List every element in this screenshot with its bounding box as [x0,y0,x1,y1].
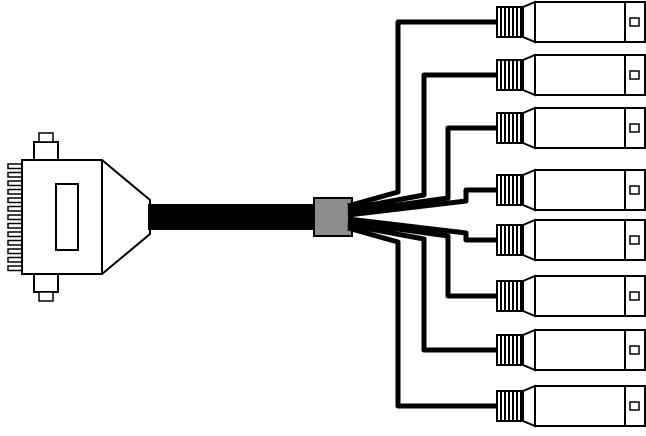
db25-pin [7,265,24,272]
db25-pin [7,180,24,187]
db25-pin [7,163,24,170]
wire-2 [347,72,500,212]
db25-pin [7,239,24,246]
wire-6 [347,219,500,299]
wire-7 [347,222,500,353]
wire-8 [347,225,500,409]
splitter-boot [313,197,353,237]
db25-body [21,159,151,275]
db25-bottom-thumbscrew [38,291,54,302]
db25-pin [7,248,24,255]
db25-bottom-screw-block [33,273,59,293]
wire-bundle [347,19,500,409]
db25-pin [7,222,24,229]
xlr-connector-4 [496,169,646,211]
xlr-connector-bank [496,1,646,427]
wire-3 [347,125,500,215]
db25-pin [7,171,24,178]
wire-5 [347,216,500,243]
xlr-connector-8 [496,385,646,427]
db25-top-screw-block [33,141,59,161]
db25-pin [7,231,24,238]
xlr-connector-6 [496,275,646,317]
xlr-connector-3 [496,107,646,149]
xlr-connector-2 [496,54,646,96]
db25-pin [7,205,24,212]
trunk-cable [148,204,318,230]
db25-pin [7,256,24,263]
db25-pins [7,163,24,272]
db25-connector [7,132,151,302]
xlr-connector-1 [496,1,646,43]
xlr-connector-5 [496,219,646,261]
db25-pin [7,214,24,221]
xlr-connector-7 [496,329,646,371]
db25-pin [7,197,24,204]
wire-1 [347,19,500,209]
db25-face-window [55,183,79,251]
wire-4 [347,187,500,218]
db25-pin [7,188,24,195]
db25-top-thumbscrew [38,132,54,143]
